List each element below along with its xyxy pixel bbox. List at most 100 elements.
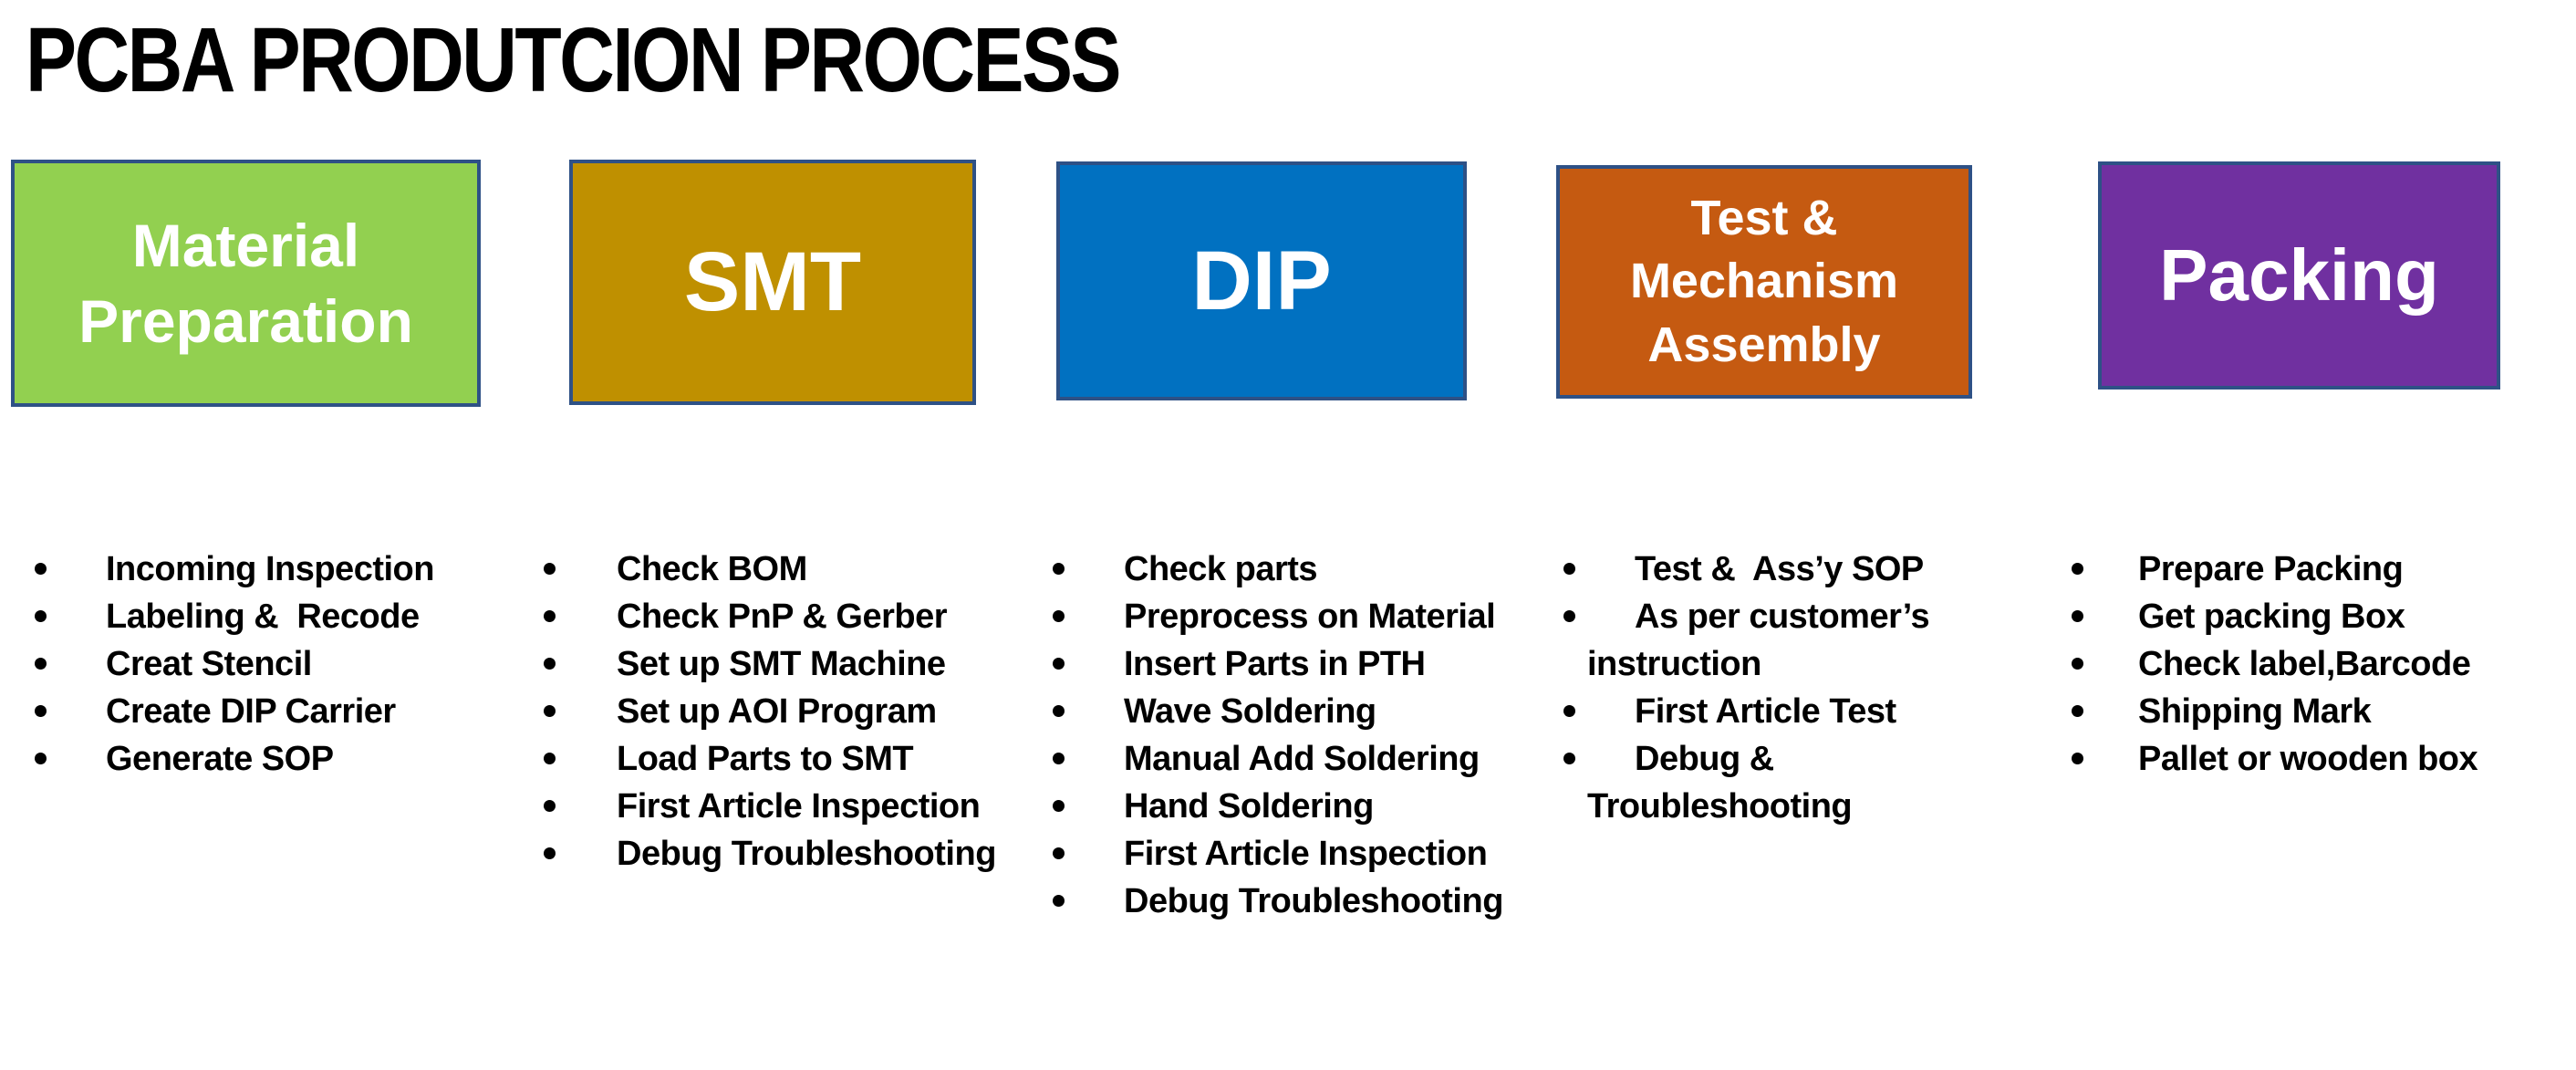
list-item: Wave Soldering	[1053, 688, 1600, 735]
list-item: Generate SOP	[18, 735, 529, 783]
list-item-text: First Article Inspection	[617, 787, 981, 826]
bullet-icon	[1053, 895, 1065, 907]
list-item: Debug Troubleshooting	[1053, 878, 1600, 925]
list-item-text: Labeling & Recode	[106, 597, 420, 636]
list-item-text: Check PnP & Gerber	[617, 597, 948, 636]
list-item-text: Load Parts to SMT	[617, 740, 914, 778]
page-title: PCBA PRODUTCION PROCESS	[26, 9, 1122, 111]
bullet-icon	[1563, 753, 1575, 764]
list-item-text: Check BOM	[617, 550, 807, 588]
list-item-text: Generate SOP	[106, 740, 334, 778]
list-item: Set up AOI Program	[544, 688, 1091, 735]
list-item: Load Parts to SMT	[544, 735, 1091, 783]
list-item: Get packing Box	[2072, 593, 2576, 640]
bullet-icon	[2072, 705, 2083, 717]
list-item: Debug & Troubleshooting	[1563, 735, 2020, 830]
list-item-text: As per customer’s instruction	[1587, 597, 1939, 683]
stage-label-smt: SMT	[683, 235, 862, 328]
list-item-text: Debug Troubleshooting	[617, 835, 996, 873]
list-item-text: First Article Inspection	[1124, 835, 1488, 873]
bullet-icon	[1053, 658, 1065, 670]
bullet-icon	[544, 705, 556, 717]
bullet-icon	[1053, 563, 1065, 575]
stage-box-smt: SMT	[569, 160, 976, 405]
list-item-text: First Article Test	[1635, 692, 1896, 731]
list-item: As per customer’s instruction	[1563, 593, 2020, 688]
list-item-text: Debug Troubleshooting	[1124, 882, 1503, 920]
bullet-icon	[1053, 847, 1065, 859]
list-item-text: Check parts	[1124, 550, 1318, 588]
bullet-icon	[1563, 705, 1575, 717]
stage-list-dip: Check parts Preprocess on Material Inser…	[1053, 545, 1600, 925]
stage-list-smt: Check BOM Check PnP & Gerber Set up SMT …	[544, 545, 1091, 878]
stage-box-test-mechanism-assembly: Test & Mechanism Assembly	[1556, 165, 1972, 399]
list-item: Check parts	[1053, 545, 1600, 593]
list-item-text: Incoming Inspection	[106, 550, 434, 588]
stage-list-material-preparation: Incoming Inspection Labeling & Recode Cr…	[18, 545, 529, 783]
list-item: Insert Parts in PTH	[1053, 640, 1600, 688]
stage-label-packing: Packing	[2159, 234, 2439, 316]
list-item-text: Prepare Packing	[2138, 550, 2404, 588]
list-item: Debug Troubleshooting	[544, 830, 1091, 878]
list-item: Creat Stencil	[18, 640, 529, 688]
list-item-text: Manual Add Soldering	[1124, 740, 1480, 778]
list-item: Manual Add Soldering	[1053, 735, 1600, 783]
list-item: First Article Inspection	[1053, 830, 1600, 878]
stage-label-dip: DIP	[1191, 234, 1332, 327]
bullet-icon	[2072, 658, 2083, 670]
list-item: Incoming Inspection	[18, 545, 529, 593]
stage-box-packing: Packing	[2098, 161, 2500, 390]
list-item: Check PnP & Gerber	[544, 593, 1091, 640]
bullet-icon	[1053, 800, 1065, 812]
bullet-icon	[1053, 610, 1065, 622]
list-item-text: Insert Parts in PTH	[1124, 645, 1426, 683]
stage-list-packing: Prepare Packing Get packing Box Check la…	[2072, 545, 2576, 783]
list-item: First Article Test	[1563, 688, 2020, 735]
bullet-icon	[1563, 610, 1575, 622]
list-item-text: Hand Soldering	[1124, 787, 1374, 826]
list-item: Prepare Packing	[2072, 545, 2576, 593]
bullet-icon	[1053, 753, 1065, 764]
stage-label-test-mechanism-assembly: Test & Mechanism Assembly	[1629, 191, 1899, 372]
stage-box-material-preparation: Material Preparation	[11, 160, 481, 407]
bullet-icon	[35, 658, 47, 670]
list-item: First Article Inspection	[544, 783, 1091, 830]
stage-list-test-mechanism-assembly: Test & Ass’y SOP As per customer’s instr…	[1563, 545, 2020, 830]
list-item-text: Shipping Mark	[2138, 692, 2372, 731]
bullet-icon	[1563, 563, 1575, 575]
list-item-text: Check label,Barcode	[2138, 645, 2471, 683]
stage-box-dip: DIP	[1056, 161, 1467, 400]
list-item-text: Set up SMT Machine	[617, 645, 946, 683]
bullet-icon	[2072, 563, 2083, 575]
list-item-text: Debug & Troubleshooting	[1587, 740, 1853, 826]
bullet-icon	[35, 753, 47, 764]
list-item: Labeling & Recode	[18, 593, 529, 640]
bullet-icon	[544, 800, 556, 812]
list-item-text: Pallet or wooden box	[2138, 740, 2478, 778]
bullet-icon	[35, 563, 47, 575]
bullet-icon	[544, 753, 556, 764]
list-item: Pallet or wooden box	[2072, 735, 2576, 783]
list-item-text: Create DIP Carrier	[106, 692, 396, 731]
list-item: Hand Soldering	[1053, 783, 1600, 830]
list-item-text: Preprocess on Material	[1124, 597, 1496, 636]
bullet-icon	[2072, 753, 2083, 764]
list-item-text: Test & Ass’y SOP	[1635, 550, 1924, 588]
list-item-text: Creat Stencil	[106, 645, 312, 683]
bullet-icon	[544, 610, 556, 622]
list-item-text: Set up AOI Program	[617, 692, 937, 731]
stage-label-material-preparation: Material Preparation	[78, 212, 413, 355]
list-item: Set up SMT Machine	[544, 640, 1091, 688]
bullet-icon	[35, 705, 47, 717]
list-item: Shipping Mark	[2072, 688, 2576, 735]
bullet-icon	[544, 563, 556, 575]
list-item: Preprocess on Material	[1053, 593, 1600, 640]
list-item: Check label,Barcode	[2072, 640, 2576, 688]
bullet-icon	[1053, 705, 1065, 717]
bullet-icon	[35, 610, 47, 622]
list-item-text: Get packing Box	[2138, 597, 2405, 636]
list-item: Check BOM	[544, 545, 1091, 593]
bullet-icon	[544, 658, 556, 670]
list-item-text: Wave Soldering	[1124, 692, 1376, 731]
